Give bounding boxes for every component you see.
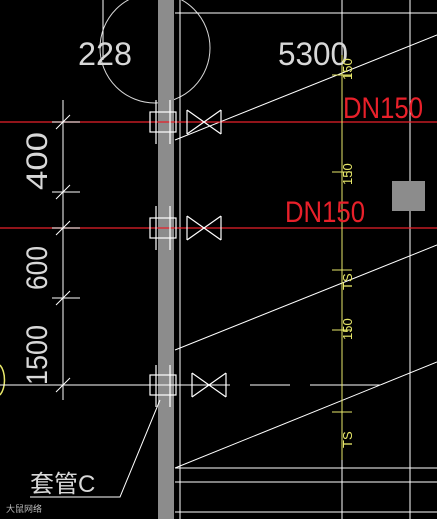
sleeve-label: 套管C [30,471,95,498]
grid-circle [99,0,211,104]
equipment-block [392,181,425,211]
dim-tick [55,114,71,130]
yellow-label: 150 [340,58,355,80]
yellow-label: 150 [340,163,355,185]
diagonal-line [174,244,437,351]
leader-line [30,399,161,498]
sleeve-upper [149,100,177,144]
dim-tick [55,220,71,236]
left-arc [0,364,6,396]
sleeve-middle [149,206,177,250]
yellow-label: TS [340,273,355,290]
valve-lower [191,372,227,398]
dim-tick [55,377,71,393]
dim-tick [55,184,71,200]
diagonal-line [174,361,437,469]
sleeve-lower [149,365,177,407]
dim-text-top-left: 228 [78,36,132,72]
dim-text-top-right: 5300 [278,36,348,72]
watermark: 大鼠网络 [6,503,42,514]
dim-tick [55,290,71,306]
dim-text-vertical-middle: 600 [21,246,54,290]
valve-middle [186,215,222,241]
yellow-label: TS [340,431,355,448]
pipe-label-lower: DN150 [285,196,365,229]
dim-text-vertical-upper: 400 [21,132,54,190]
dim-text-vertical-lower: 1500 [21,325,54,385]
valve-upper [186,109,222,135]
wall [158,0,174,519]
yellow-label: 150 [340,318,355,340]
pipe-label-upper: DN150 [343,92,423,125]
